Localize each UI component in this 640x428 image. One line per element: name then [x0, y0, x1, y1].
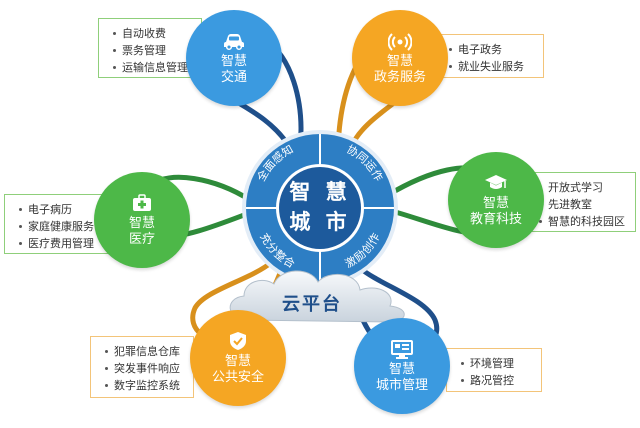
safety-node: 智慧 公共安全 [190, 310, 286, 406]
list-item: 犯罪信息仓库 [105, 343, 187, 360]
monitor-icon [391, 340, 413, 359]
gov-item-list: 电子政务 就业失业服务 [449, 41, 537, 75]
cloud-shape [229, 270, 405, 323]
medical-title-line2: 医疗 [128, 232, 155, 247]
traffic-info-box: 自动收费 票务管理 运输信息管理 [98, 18, 202, 78]
hub-title-line2: 城 市 [289, 210, 351, 234]
medical-node: 智慧 医疗 [94, 172, 190, 268]
list-item: 路况管控 [461, 372, 535, 389]
edu-title-line2: 教育科技 [469, 212, 522, 227]
list-item: 环境管理 [461, 355, 535, 372]
gov-info-box: 电子政务 就业失业服务 [434, 34, 544, 78]
safety-title-line1: 智慧 [224, 354, 251, 369]
hub-inner-circle [279, 167, 361, 249]
gov-title-line1: 智慧 [386, 54, 413, 69]
gov-node: 智慧 政务服务 [352, 10, 448, 106]
traffic-title-line2: 交通 [220, 70, 247, 85]
medical-kit-icon [133, 194, 151, 211]
edu-title-line1: 智慧 [482, 196, 509, 211]
list-item: 票务管理 [113, 42, 195, 59]
list-item: 突发事件响应 [105, 360, 187, 377]
city-node: 智慧 城市管理 [354, 318, 450, 414]
car-icon [224, 34, 244, 51]
list-item: 家庭健康服务 [19, 218, 109, 235]
list-item: 医疗费用管理 [19, 235, 109, 252]
gov-title-line2: 政务服务 [373, 70, 426, 85]
traffic-title-line1: 智慧 [220, 54, 247, 69]
list-item: 自动收费 [113, 25, 195, 42]
broadcast-icon [388, 33, 412, 51]
city-title-line1: 智慧 [388, 362, 415, 377]
safety-info-box: 犯罪信息仓库 突发事件响应 数字监控系统 [90, 336, 194, 398]
safety-title-line2: 公共安全 [211, 370, 264, 385]
medical-title-line1: 智慧 [128, 216, 155, 231]
traffic-item-list: 自动收费 票务管理 运输信息管理 [113, 25, 195, 76]
list-item: 开放式学习 [539, 179, 629, 196]
list-item: 电子政务 [449, 41, 537, 58]
list-item: 电子病历 [19, 201, 109, 218]
list-item: 数字监控系统 [105, 377, 187, 394]
hub-ring: 全面感知 协同运作 激励创作 充分整合 [242, 130, 398, 286]
hub-title: 智 慧 城 市 [280, 177, 360, 237]
list-item: 智慧的科技园区 [539, 213, 629, 230]
hub-title-line1: 智 慧 [289, 180, 351, 204]
graduation-cap-icon [485, 175, 507, 189]
safety-item-list: 犯罪信息仓库 突发事件响应 数字监控系统 [105, 343, 187, 394]
city-title-line2: 城市管理 [375, 378, 428, 393]
edu-node: 智慧 教育科技 [448, 152, 544, 248]
list-item: 先进教室 [539, 196, 629, 213]
shield-icon [230, 332, 246, 350]
traffic-node: 智慧 交通 [186, 10, 282, 106]
medical-item-list: 电子病历 家庭健康服务 医疗费用管理 [19, 201, 109, 252]
list-item: 就业失业服务 [449, 58, 537, 75]
edu-item-list: 开放式学习 先进教室 智慧的科技园区 [539, 179, 629, 230]
city-item-list: 环境管理 路况管控 [461, 355, 535, 389]
cloud-platform-label: 云平台 [282, 294, 342, 315]
city-info-box: 环境管理 路况管控 [446, 348, 542, 392]
list-item: 运输信息管理 [113, 59, 195, 76]
